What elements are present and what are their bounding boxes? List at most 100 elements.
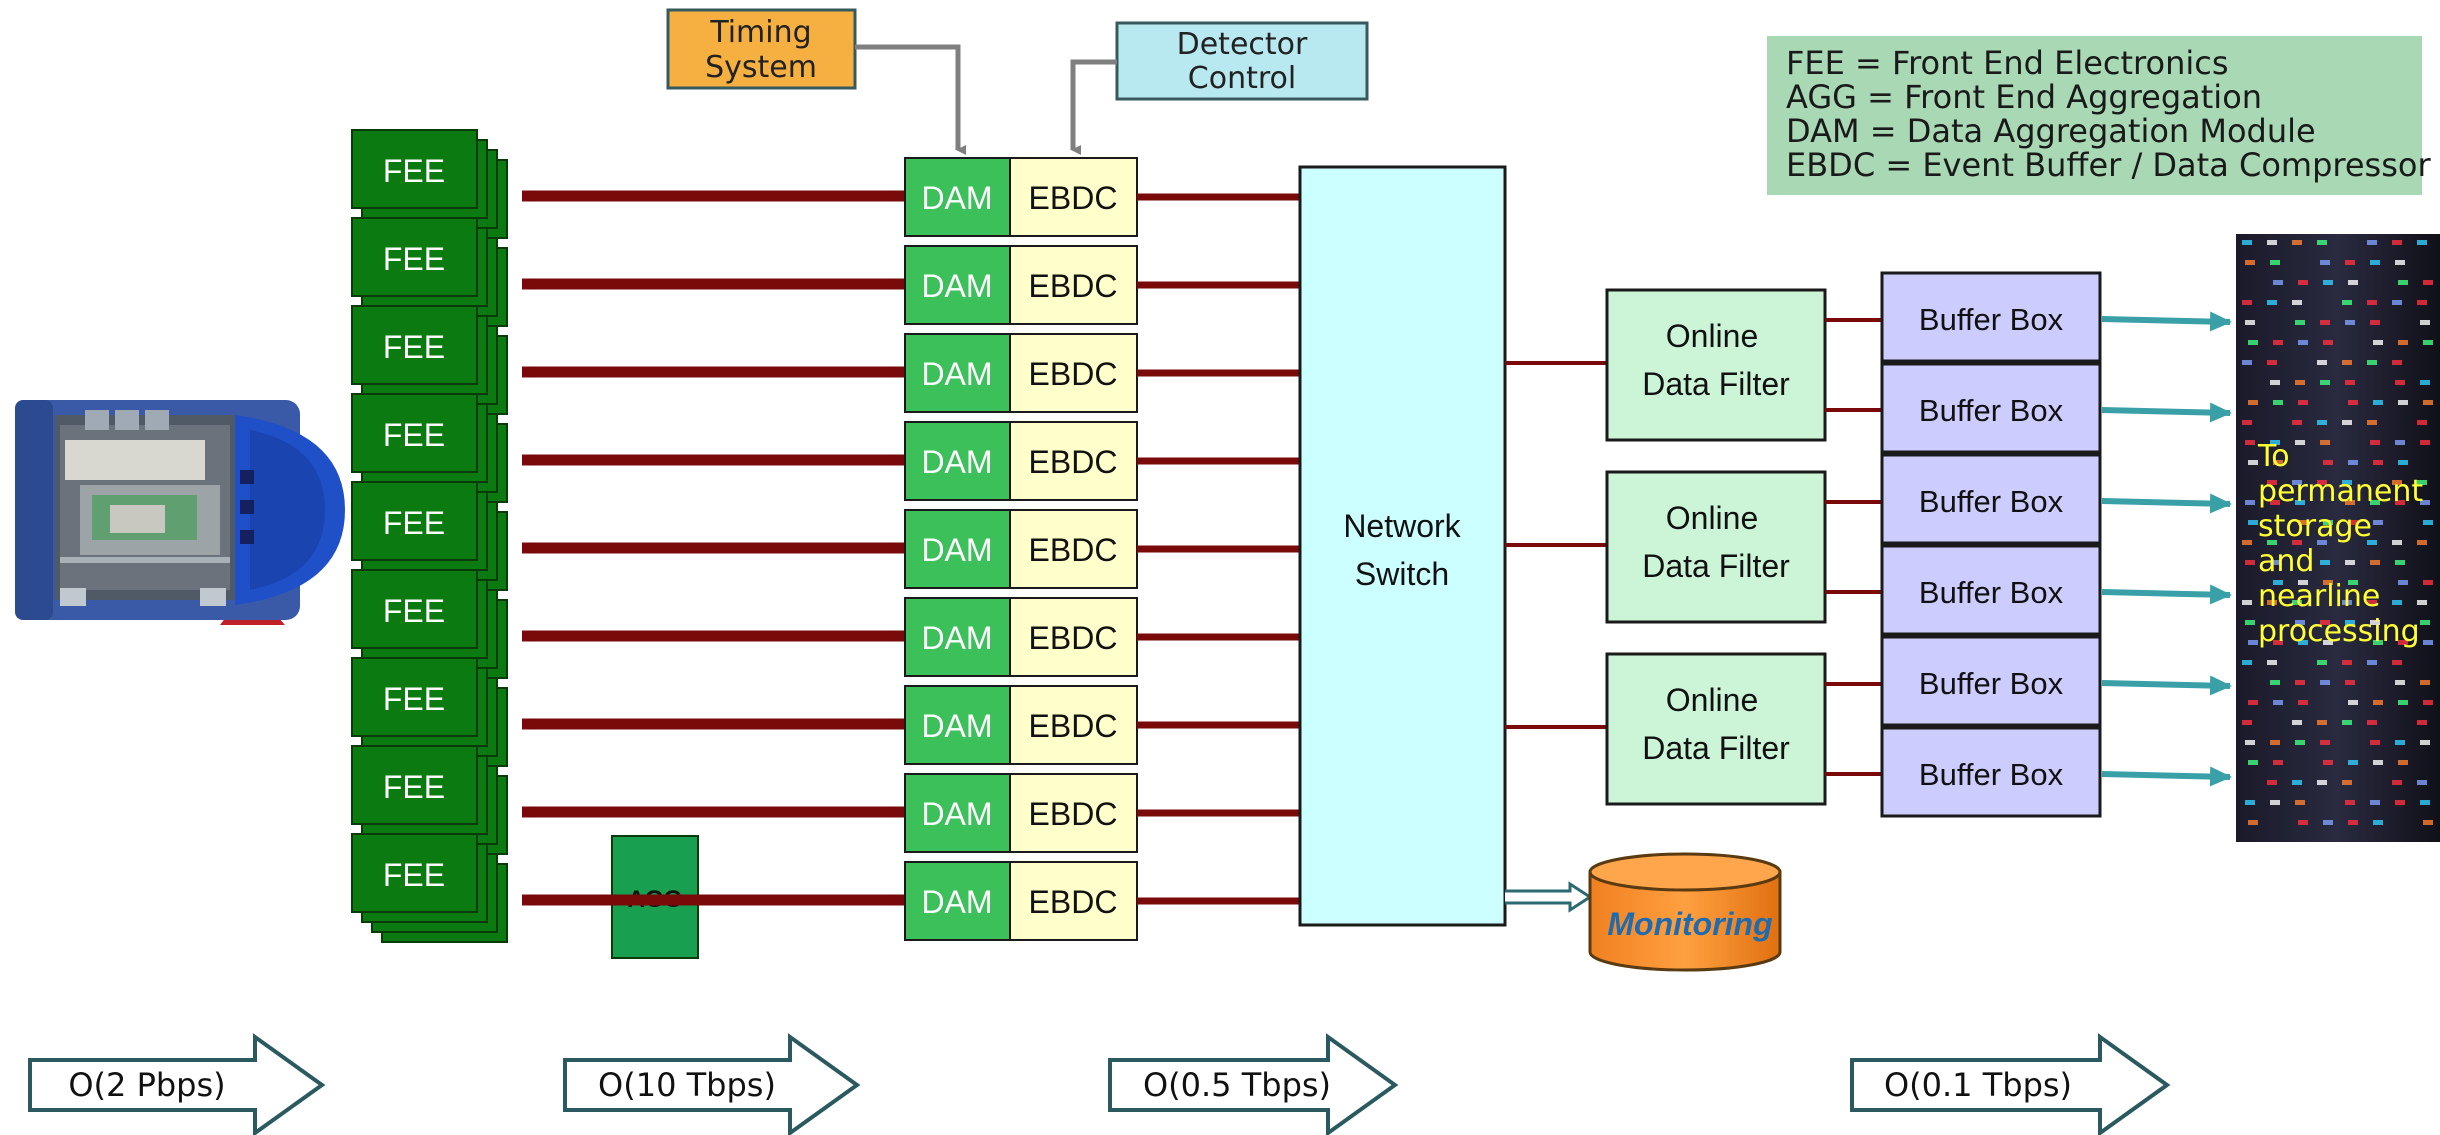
fee-card-stack: FEE: [351, 393, 508, 503]
rack-light: [2345, 560, 2355, 565]
rack-light: [2342, 780, 2352, 785]
online-filter-line-1: Online: [1666, 500, 1759, 536]
rack-light: [2273, 340, 2283, 345]
fee-label: FEE: [383, 153, 445, 189]
legend-fee: FEE = Front End Electronics: [1786, 44, 2229, 82]
rack-light: [2392, 240, 2402, 245]
rack-light: [2417, 600, 2427, 605]
detector-control-box: Detector Control: [1115, 21, 1369, 101]
rack-light: [2423, 520, 2433, 525]
buffer-box: Buffer Box: [1880, 544, 2102, 636]
storage-text-line-4: and: [2258, 544, 2314, 579]
rack-light: [2298, 580, 2308, 585]
rack-light: [2320, 260, 2330, 265]
buffer-box-label: Buffer Box: [1919, 302, 2064, 337]
timing-system-box: Timing System: [666, 8, 857, 90]
dam-box: [904, 685, 1011, 765]
ebdc-label: EBDC: [1029, 884, 1118, 920]
rack-light: [2248, 460, 2258, 465]
rack-light: [2270, 260, 2280, 265]
rack-light: [2420, 440, 2430, 445]
detector-control-line-1: Detector: [1177, 27, 1308, 62]
rack-light: [2267, 660, 2277, 665]
rack-light: [2348, 700, 2358, 705]
online-filter-line-2: Data Filter: [1642, 548, 1790, 584]
rack-light: [2323, 520, 2333, 525]
ebdc-box: [1009, 157, 1138, 237]
rack-light: [2423, 340, 2433, 345]
online-filter-rect: [1605, 652, 1827, 806]
rack-light: [2392, 480, 2402, 485]
rack-light: [2298, 280, 2308, 285]
rack-light: [2323, 580, 2333, 585]
buffer-box: Buffer Box: [1880, 726, 2102, 818]
rack-light: [2248, 640, 2258, 645]
rack-light: [2292, 540, 2302, 545]
rack-light: [2417, 720, 2427, 725]
rack-light: [2420, 620, 2430, 625]
rack-light: [2395, 260, 2405, 265]
online-filter-line-1: Online: [1666, 682, 1759, 718]
rack-light: [2270, 440, 2280, 445]
fee-card: [351, 569, 478, 649]
rack-light: [2245, 500, 2255, 505]
rack-light: [2423, 580, 2433, 585]
rack-light: [2320, 560, 2330, 565]
online-filter-rect: [1605, 288, 1827, 442]
fee-card: [351, 129, 478, 209]
rack-light: [2398, 700, 2408, 705]
rack-light: [2245, 620, 2255, 625]
rack-light: [2342, 300, 2352, 305]
fee-card: [351, 305, 478, 385]
rack-light: [2248, 520, 2258, 525]
rack-light: [2395, 560, 2405, 565]
rack-light: [2242, 240, 2252, 245]
rack-light: [2348, 820, 2358, 825]
rack-light: [2292, 480, 2302, 485]
rack-light: [2317, 360, 2327, 365]
buffer-box: Buffer Box: [1880, 635, 2102, 727]
bandwidth-label-3: O(0.5 Tbps): [1143, 1066, 1331, 1104]
rack-light: [2392, 600, 2402, 605]
rack-light: [2348, 280, 2358, 285]
rack-light: [2320, 320, 2330, 325]
rack-light: [2342, 720, 2352, 725]
rack-light: [2345, 380, 2355, 385]
rack-light: [2398, 460, 2408, 465]
ebdc-box: [1009, 509, 1138, 589]
rack-light: [2298, 340, 2308, 345]
rack-light: [2345, 500, 2355, 505]
rack-light: [2373, 640, 2383, 645]
rack-light: [2417, 780, 2427, 785]
ebdc-label: EBDC: [1029, 268, 1118, 304]
rack-light: [2317, 240, 2327, 245]
rack-light: [2367, 420, 2377, 425]
rack-light: [2298, 520, 2308, 525]
rack-light: [2370, 560, 2380, 565]
bandwidth-arrow-1: O(2 Pbps): [28, 1033, 326, 1135]
rack-light: [2320, 740, 2330, 745]
storage-text-line-1: To: [2257, 439, 2290, 474]
rack-light: [2370, 620, 2380, 625]
dam-label: DAM: [921, 180, 992, 216]
rack-light: [2317, 480, 2327, 485]
rack-light: [2370, 800, 2380, 805]
ebdc-label: EBDC: [1029, 532, 1118, 568]
bandwidth-label-2: O(10 Tbps): [598, 1066, 776, 1104]
online-filter-line-2: Data Filter: [1642, 366, 1790, 402]
buffer-box-label: Buffer Box: [1919, 393, 2064, 428]
rack-light: [2292, 300, 2302, 305]
rack-light: [2348, 760, 2358, 765]
rack-light: [2248, 700, 2258, 705]
fee-card: [351, 833, 478, 913]
rack-light: [2245, 740, 2255, 745]
rack-light: [2345, 680, 2355, 685]
rack-light: [2317, 720, 2327, 725]
rack-light: [2367, 720, 2377, 725]
rack-light: [2398, 640, 2408, 645]
rack-light: [2395, 380, 2405, 385]
